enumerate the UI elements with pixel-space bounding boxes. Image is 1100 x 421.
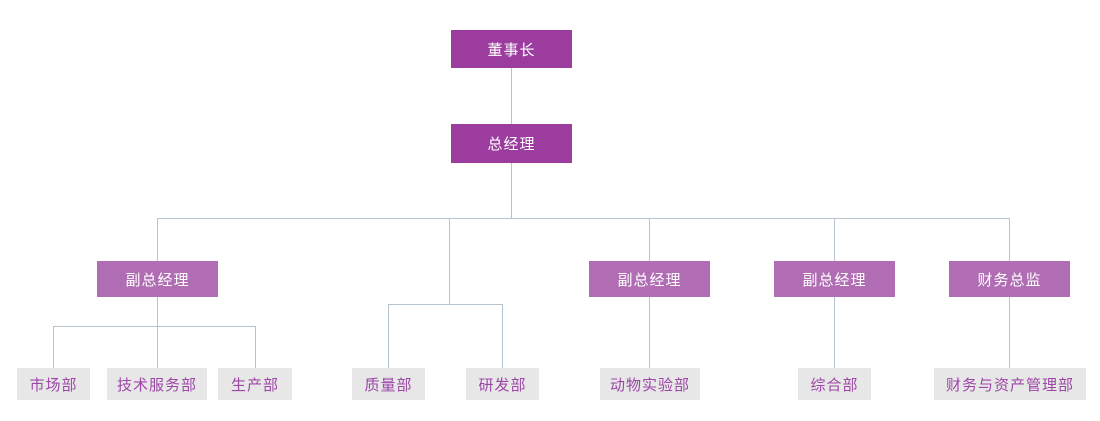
connector-line-drop-animal-lab xyxy=(649,297,650,368)
connector-line-rail-to-finance-dir xyxy=(1009,219,1010,261)
connector-line-mid-group-rail xyxy=(388,304,503,305)
org-node-finance-director: 财务总监 xyxy=(949,261,1070,297)
connector-line-gm-to-rail xyxy=(511,163,512,218)
connector-line-drop-tech-service xyxy=(157,327,158,368)
org-node-animal-lab-dept: 动物实验部 xyxy=(600,368,700,400)
connector-line-rail-to-deputy-1 xyxy=(157,219,158,261)
connector-line-drop-general-affairs xyxy=(834,297,835,368)
org-node-production-dept: 生产部 xyxy=(218,368,292,400)
connector-line-rail-to-deputy-2 xyxy=(649,219,650,261)
org-node-general-affairs-dept: 综合部 xyxy=(798,368,871,400)
connector-line-drop-finance-asset xyxy=(1009,297,1010,368)
connector-line-chairman-to-gm xyxy=(511,68,512,124)
connector-line-drop-rd xyxy=(502,305,503,368)
connector-line-deputy-1-rail xyxy=(53,326,256,327)
org-node-tech-service-dept: 技术服务部 xyxy=(107,368,207,400)
connector-line-deputy-1-stem xyxy=(157,297,158,326)
connector-line-main-rail xyxy=(157,218,1010,219)
org-node-rd-dept: 研发部 xyxy=(466,368,539,400)
connector-line-drop-quality xyxy=(388,305,389,368)
org-node-deputy-gm-2: 副总经理 xyxy=(589,261,710,297)
org-node-quality-dept: 质量部 xyxy=(352,368,425,400)
org-node-marketing-dept: 市场部 xyxy=(17,368,90,400)
org-node-chairman: 董事长 xyxy=(451,30,572,68)
connector-line-drop-production xyxy=(255,327,256,368)
org-node-finance-asset-dept: 财务与资产管理部 xyxy=(934,368,1086,400)
connector-line-rail-to-deputy-3 xyxy=(834,219,835,261)
connector-line-rail-to-mid-group xyxy=(449,219,450,304)
org-node-deputy-gm-3: 副总经理 xyxy=(774,261,895,297)
org-node-general-manager: 总经理 xyxy=(451,124,572,163)
connector-line-drop-marketing xyxy=(53,327,54,368)
org-node-deputy-gm-1: 副总经理 xyxy=(97,261,218,297)
